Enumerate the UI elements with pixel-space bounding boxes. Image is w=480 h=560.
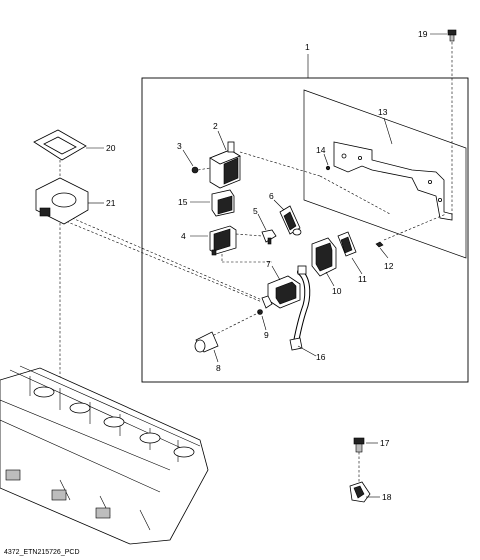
callout-15: 15 xyxy=(178,197,188,207)
screw-14 xyxy=(325,165,331,171)
callout-2: 2 xyxy=(213,121,218,131)
harness-connector-7 xyxy=(261,275,301,309)
callout-1: 1 xyxy=(305,42,310,52)
screw-12 xyxy=(375,241,384,248)
boot-8 xyxy=(194,331,219,353)
mounting-bracket xyxy=(333,141,453,221)
nut-3 xyxy=(191,166,199,174)
callout-12: 12 xyxy=(384,261,394,271)
callout-10: 10 xyxy=(332,286,342,296)
clamp-18 xyxy=(349,481,371,503)
connector-4 xyxy=(209,225,237,256)
callout-3: 3 xyxy=(177,141,182,151)
callout-8: 8 xyxy=(216,363,221,373)
connector-10 xyxy=(311,237,337,277)
engine-block xyxy=(0,365,209,545)
relay-2 xyxy=(209,141,241,189)
callout-18: 18 xyxy=(382,492,392,502)
callout-4: 4 xyxy=(181,231,186,241)
callout-5: 5 xyxy=(253,206,258,216)
cable-16 xyxy=(289,265,311,351)
callout-9: 9 xyxy=(264,330,269,340)
bracket-panel xyxy=(303,89,467,259)
assembly-frame xyxy=(141,77,469,383)
callout-7: 7 xyxy=(266,259,271,269)
fuse-holder-6 xyxy=(279,205,302,236)
gasket-20 xyxy=(33,129,87,161)
connector-5 xyxy=(261,229,277,245)
callout-6: 6 xyxy=(269,191,274,201)
callout-21: 21 xyxy=(106,198,116,208)
relay-15 xyxy=(211,189,235,217)
callout-16: 16 xyxy=(316,352,326,362)
housing-21 xyxy=(35,177,89,225)
callout-13: 13 xyxy=(378,107,388,117)
callout-20: 20 xyxy=(106,143,116,153)
callout-17: 17 xyxy=(380,438,390,448)
callout-11: 11 xyxy=(358,274,367,284)
callout-14: 14 xyxy=(316,145,326,155)
bolt-17 xyxy=(353,437,365,453)
figure-caption: 4372_ETN215726_PCD xyxy=(4,549,80,556)
bolt-19 xyxy=(447,29,457,42)
callout-19: 19 xyxy=(418,29,428,39)
terminal-11 xyxy=(337,231,357,257)
